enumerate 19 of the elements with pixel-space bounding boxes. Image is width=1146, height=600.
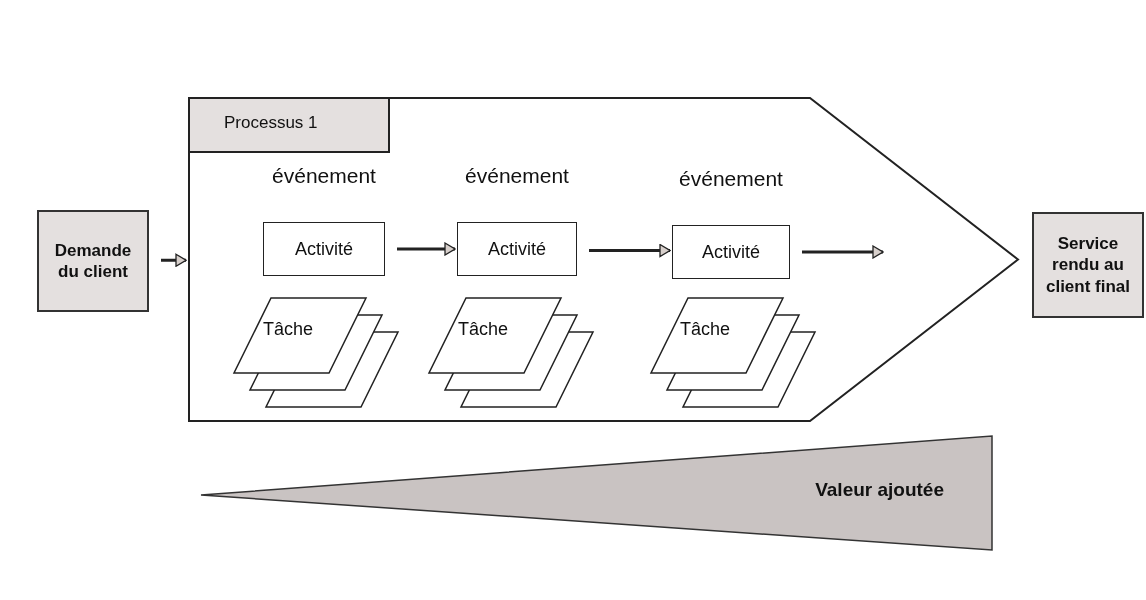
process-chevron	[188, 97, 1020, 422]
arrow	[589, 243, 671, 258]
event-label: événement	[464, 164, 570, 188]
request-box: Demande du client	[37, 210, 149, 312]
arrow	[397, 242, 456, 256]
event-label: événement	[678, 167, 784, 191]
event-label: événement	[271, 164, 377, 188]
process-tab: Processus 1	[188, 97, 390, 153]
activity-box: Activité	[457, 222, 577, 276]
activity-box: Activité	[263, 222, 385, 276]
activity-box: Activité	[672, 225, 790, 279]
task-label: Tâche	[680, 319, 731, 340]
service-box: Service rendu au client final	[1032, 212, 1144, 318]
arrow	[161, 253, 187, 267]
task-label: Tâche	[458, 319, 509, 340]
value-label: Valeur ajoutée	[815, 479, 944, 501]
arrow	[802, 245, 884, 259]
task-label: Tâche	[263, 319, 314, 340]
value-wedge	[200, 435, 994, 551]
